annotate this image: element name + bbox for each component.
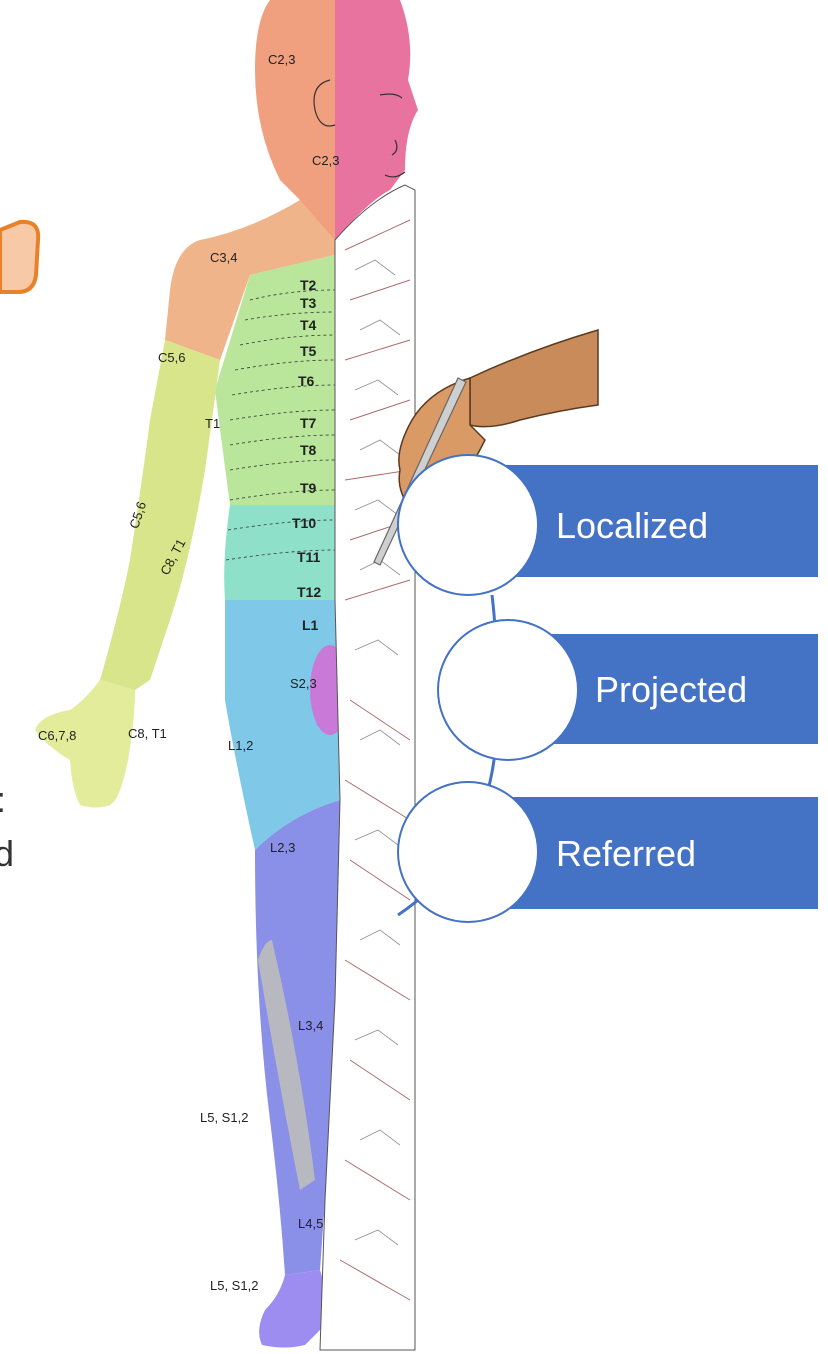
label-perineum: S2,3 <box>290 676 317 691</box>
label-neck: C2,3 <box>312 153 339 168</box>
label-t4: T4 <box>300 317 317 333</box>
label-head-top: C2,3 <box>268 52 295 67</box>
label-referred: Referred <box>556 833 696 874</box>
label-t5: T5 <box>300 343 317 359</box>
circle-referred <box>398 782 538 922</box>
orange-callout-fragment <box>0 222 38 292</box>
label-thigh-upper: L1,2 <box>228 738 253 753</box>
pain-type-localized: Localized <box>398 455 818 595</box>
label-l1: L1 <box>302 617 319 633</box>
left-edge-text-1: : <box>0 779 6 820</box>
label-t9: T9 <box>300 480 317 496</box>
label-t7: T7 <box>300 415 317 431</box>
arm-region <box>100 340 220 690</box>
foot-region <box>259 1270 325 1348</box>
label-t10: T10 <box>292 515 316 531</box>
label-projected: Projected <box>595 669 747 710</box>
left-edge-text-2: d <box>0 833 14 874</box>
pain-type-projected: Projected <box>438 620 818 760</box>
label-axilla: T1 <box>205 416 220 431</box>
label-t6: T6 <box>298 373 315 389</box>
label-leg-lateral: L5, S1,2 <box>200 1110 248 1125</box>
label-ankle: L4,5 <box>298 1216 323 1231</box>
label-wrist: C8, T1 <box>128 726 167 741</box>
label-t11: T11 <box>297 549 321 565</box>
circle-localized <box>398 455 538 595</box>
label-hand: C6,7,8 <box>38 728 76 743</box>
label-localized: Localized <box>556 505 708 546</box>
label-knee: L3,4 <box>298 1018 323 1033</box>
label-shoulder: C3,4 <box>210 250 237 265</box>
label-t8: T8 <box>300 442 317 458</box>
pain-type-referred: Referred <box>398 782 818 922</box>
label-thigh-lower: L2,3 <box>270 840 295 855</box>
label-t3: T3 <box>300 295 317 311</box>
label-upper-arm: C5,6 <box>158 350 185 365</box>
label-t2: T2 <box>300 277 317 293</box>
forearm <box>470 330 598 427</box>
label-t12: T12 <box>297 584 321 600</box>
circle-projected <box>438 620 578 760</box>
label-foot: L5, S1,2 <box>210 1278 258 1293</box>
hand-region <box>35 680 135 808</box>
